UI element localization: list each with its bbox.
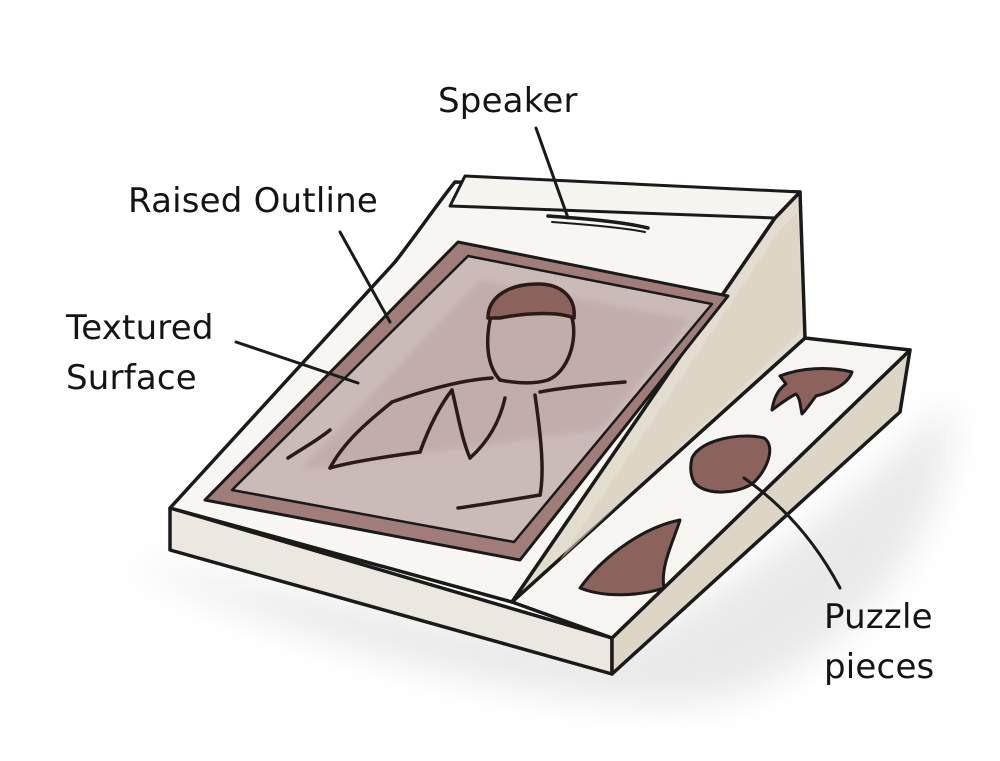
portrait-figure bbox=[286, 282, 627, 510]
label-puzzle-pieces-line1: Puzzle bbox=[824, 597, 933, 637]
label-raised-outline: Raised Outline bbox=[128, 181, 378, 221]
leader-speaker bbox=[534, 126, 570, 220]
label-textured-surface-line1: Textured bbox=[66, 308, 214, 348]
leader-raised-outline bbox=[338, 230, 392, 324]
label-puzzle-pieces: Puzzle pieces bbox=[824, 592, 934, 692]
label-textured-surface: Textured Surface bbox=[66, 303, 214, 403]
speaker-slot-lower bbox=[551, 221, 646, 233]
ground-shadow bbox=[120, 400, 951, 704]
leader-textured-surface bbox=[234, 340, 360, 385]
puzzle-piece-claw bbox=[770, 367, 854, 416]
speaker-slot bbox=[546, 214, 650, 230]
puzzle-piece-leaf bbox=[578, 518, 682, 597]
leader-puzzle-pieces bbox=[742, 476, 842, 590]
leader-lines bbox=[234, 126, 842, 590]
label-speaker: Speaker bbox=[438, 81, 578, 121]
device-side-panel bbox=[510, 190, 807, 604]
device-side-shading bbox=[560, 212, 802, 560]
label-puzzle-pieces-line2: pieces bbox=[824, 647, 935, 687]
label-textured-surface-line2: Surface bbox=[66, 358, 197, 398]
